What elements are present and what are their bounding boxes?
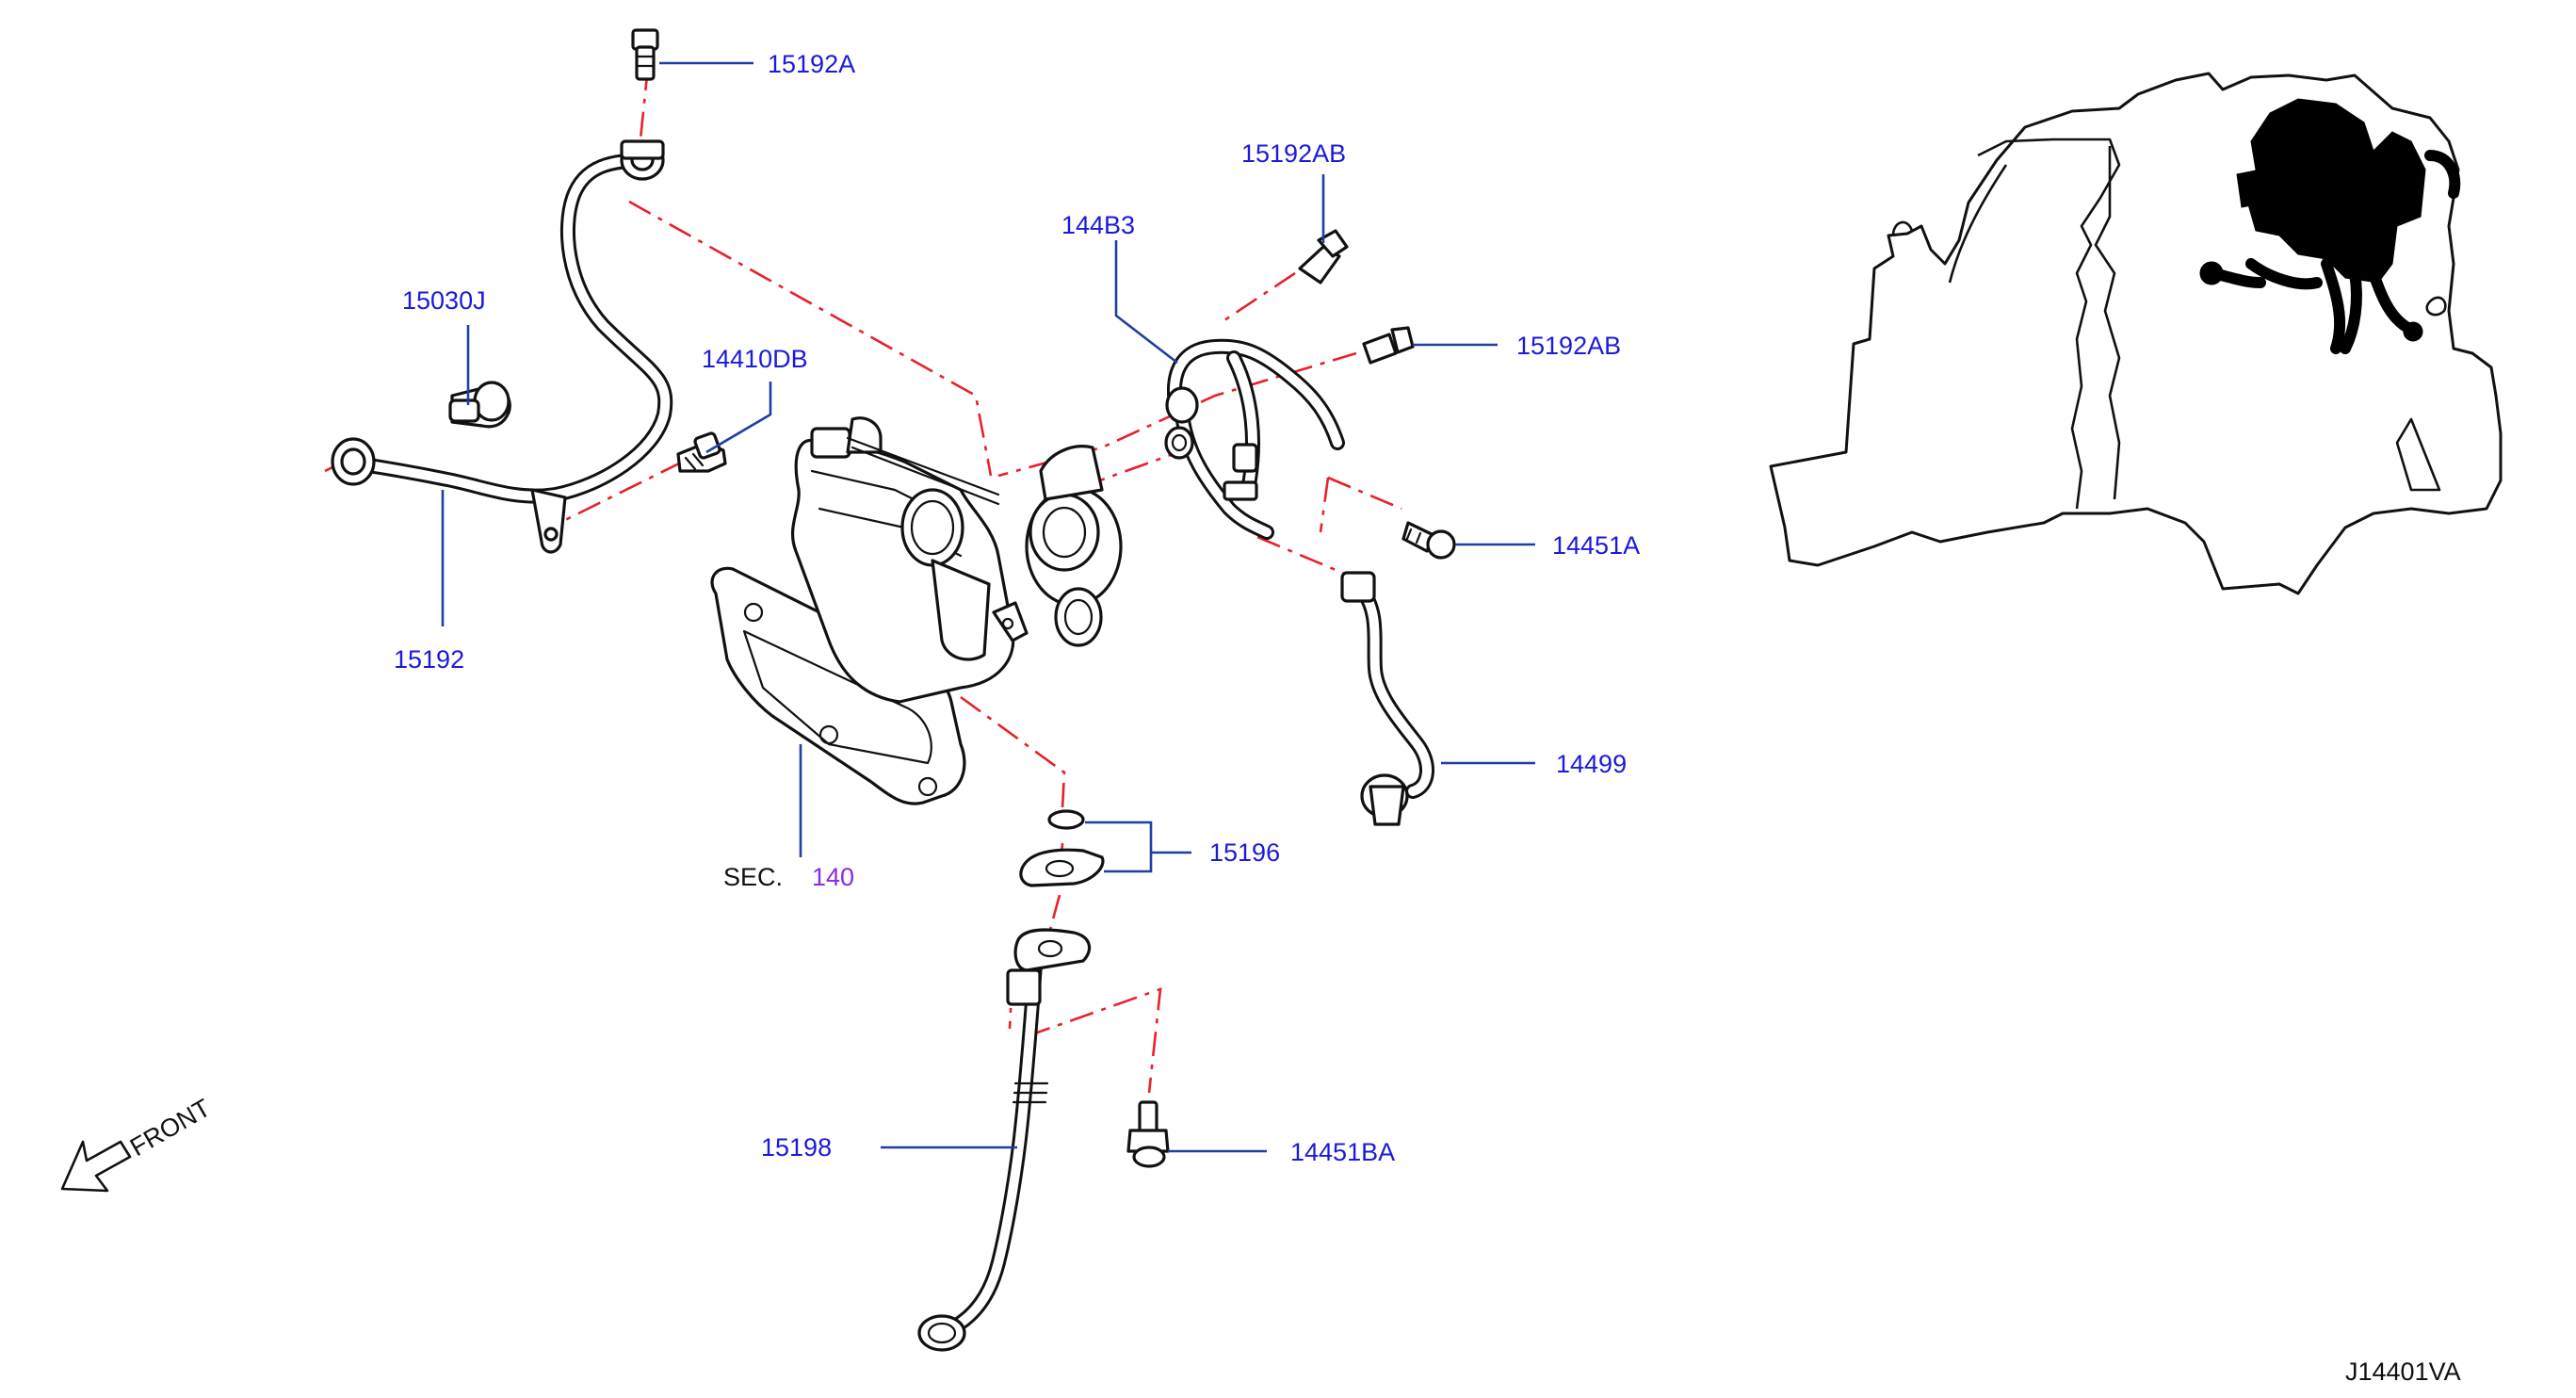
oil-tube-15192-icon bbox=[331, 139, 673, 554]
callout-14451A: 14451A bbox=[1552, 531, 1640, 560]
engine-locator-icon bbox=[1769, 72, 2503, 595]
callout-15198: 15198 bbox=[761, 1133, 832, 1162]
drawing-code: J14401VA bbox=[2345, 1357, 2461, 1386]
turbocharger-icon bbox=[710, 416, 1123, 805]
bolt-15192A-icon bbox=[631, 28, 659, 81]
callout-labels: 15192A 15030J 14410DB 15192 15192AB 144B… bbox=[394, 50, 2461, 1386]
water-tube-14499-icon bbox=[1340, 571, 1434, 826]
front-arrow-icon bbox=[60, 1140, 132, 1193]
stud-14410DB-icon bbox=[676, 431, 727, 473]
section-prefix: SEC. bbox=[723, 863, 783, 891]
callout-15192: 15192 bbox=[394, 645, 464, 674]
gasket-15196-icon bbox=[1019, 809, 1105, 887]
section-number: 140 bbox=[812, 863, 854, 891]
leader-lines bbox=[441, 61, 1535, 1153]
oil-drain-tube-15198-icon bbox=[917, 928, 1092, 1352]
callout-14410DB: 14410DB bbox=[702, 345, 808, 373]
callout-15192AB-top: 15192AB bbox=[1241, 139, 1346, 168]
callout-15030J: 15030J bbox=[402, 286, 486, 315]
water-tube-144B3-icon bbox=[1164, 338, 1345, 540]
front-direction-indicator: FRONT bbox=[60, 1094, 216, 1193]
front-label: FRONT bbox=[125, 1094, 216, 1162]
bolt-14451A-icon bbox=[1401, 521, 1456, 560]
callout-15192A: 15192A bbox=[768, 50, 855, 78]
callout-14499: 14499 bbox=[1556, 750, 1627, 778]
bolt-14451BA-icon bbox=[1126, 1100, 1170, 1168]
callout-15192AB-right: 15192AB bbox=[1516, 332, 1621, 360]
bolt-15192AB-top-icon bbox=[1298, 229, 1349, 284]
banjo-bolt-15030J-icon bbox=[448, 381, 511, 429]
callout-15196: 15196 bbox=[1209, 838, 1280, 867]
callout-14451BA: 14451BA bbox=[1290, 1138, 1395, 1166]
bolt-15192AB-right-icon bbox=[1362, 326, 1415, 365]
callout-144B3: 144B3 bbox=[1061, 211, 1135, 239]
